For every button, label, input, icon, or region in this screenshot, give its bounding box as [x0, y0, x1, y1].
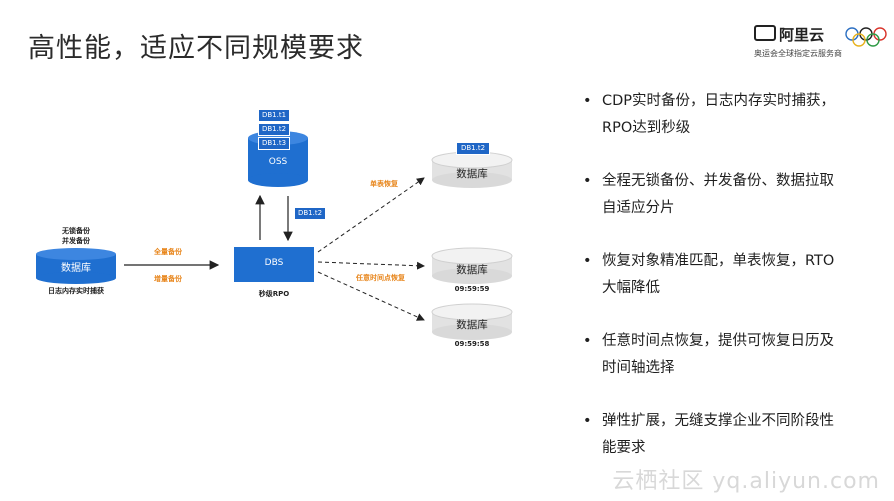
arrow-dbs-to-target-2 [317, 261, 425, 270]
oss-tag-3: DB1.t3 [258, 137, 290, 150]
source-database-cylinder [36, 248, 116, 284]
bullet-line: 弹性扩展，无缝支撑企业不同阶段性 [602, 413, 834, 429]
bullet-dot: • [583, 333, 592, 349]
source-feature-line2: 并发备份 [62, 237, 90, 245]
source-database-label: 数据库 [61, 263, 91, 274]
bullet-line: 任意时间点恢复，提供可恢复日历及 [602, 333, 834, 349]
bullet-dot: • [583, 93, 592, 109]
bullet-dot: • [583, 173, 592, 189]
page-title: 高性能，适应不同规模要求 [28, 33, 364, 64]
bullet-dot: • [583, 413, 592, 429]
incremental-backup-label: 增量备份 [154, 275, 182, 283]
target-1-label: 数据库 [456, 168, 488, 180]
bullet-line: 大幅降低 [602, 280, 660, 296]
dbs-label: DBS [264, 258, 284, 268]
source-capture-caption: 日志内存实时捕获 [48, 287, 104, 295]
bullet-line: 全程无锁备份、并发备份、数据拉取 [602, 173, 834, 189]
olympic-rings-icon [845, 27, 887, 47]
target-2-label: 数据库 [456, 264, 488, 276]
architecture-diagram [36, 131, 513, 340]
aliyun-logo-icon [754, 25, 776, 41]
logo-subtitle: 奥运会全球指定云服务商 [754, 49, 842, 58]
target-3-time: 09:59:58 [454, 340, 490, 348]
target-2-time: 09:59:59 [454, 285, 490, 293]
logo-brand-text: 阿里云 [779, 26, 825, 44]
bullet-dot: • [583, 253, 592, 269]
full-backup-label: 全量备份 [154, 248, 182, 256]
logo-brand: 阿里云 [754, 24, 824, 45]
arrow-dbs-to-target-3 [317, 271, 425, 321]
bullet-line: RPO达到秒级 [602, 120, 691, 136]
target-database-cylinder-2 [431, 247, 513, 284]
restore-table-tag: DB1.t2 [294, 207, 326, 220]
source-feature-line1: 无锁备份 [62, 227, 90, 235]
single-table-restore-label: 单表恢复 [370, 180, 398, 188]
target-database-cylinder-1 [431, 151, 513, 188]
dbs-box [234, 247, 314, 282]
bullet-line: 时间轴选择 [602, 360, 675, 376]
arrow-dbs-to-target-1 [317, 177, 425, 253]
point-in-time-restore-label: 任意时间点恢复 [356, 274, 405, 282]
oss-tag-1: DB1.t1 [258, 109, 290, 122]
target-3-label: 数据库 [456, 319, 488, 331]
bullet-line: 能要求 [602, 440, 646, 456]
aliyun-logo: 阿里云 奥运会全球指定云服务商 [754, 24, 888, 68]
bullet-line: 恢复对象精准匹配，单表恢复，RTO [602, 253, 835, 269]
watermark: 云栖社区 yq.aliyun.com [612, 469, 880, 494]
target-database-cylinder-3 [431, 303, 513, 340]
oss-tag-2: DB1.t2 [258, 123, 290, 136]
bullet-line: 自适应分片 [602, 200, 675, 216]
dbs-caption: 秒级RPO [258, 290, 290, 298]
target-1-tag: DB1.t2 [456, 142, 490, 155]
bullet-line: CDP实时备份，日志内存实时捕获， [602, 93, 836, 109]
oss-label: OSS [268, 157, 288, 167]
